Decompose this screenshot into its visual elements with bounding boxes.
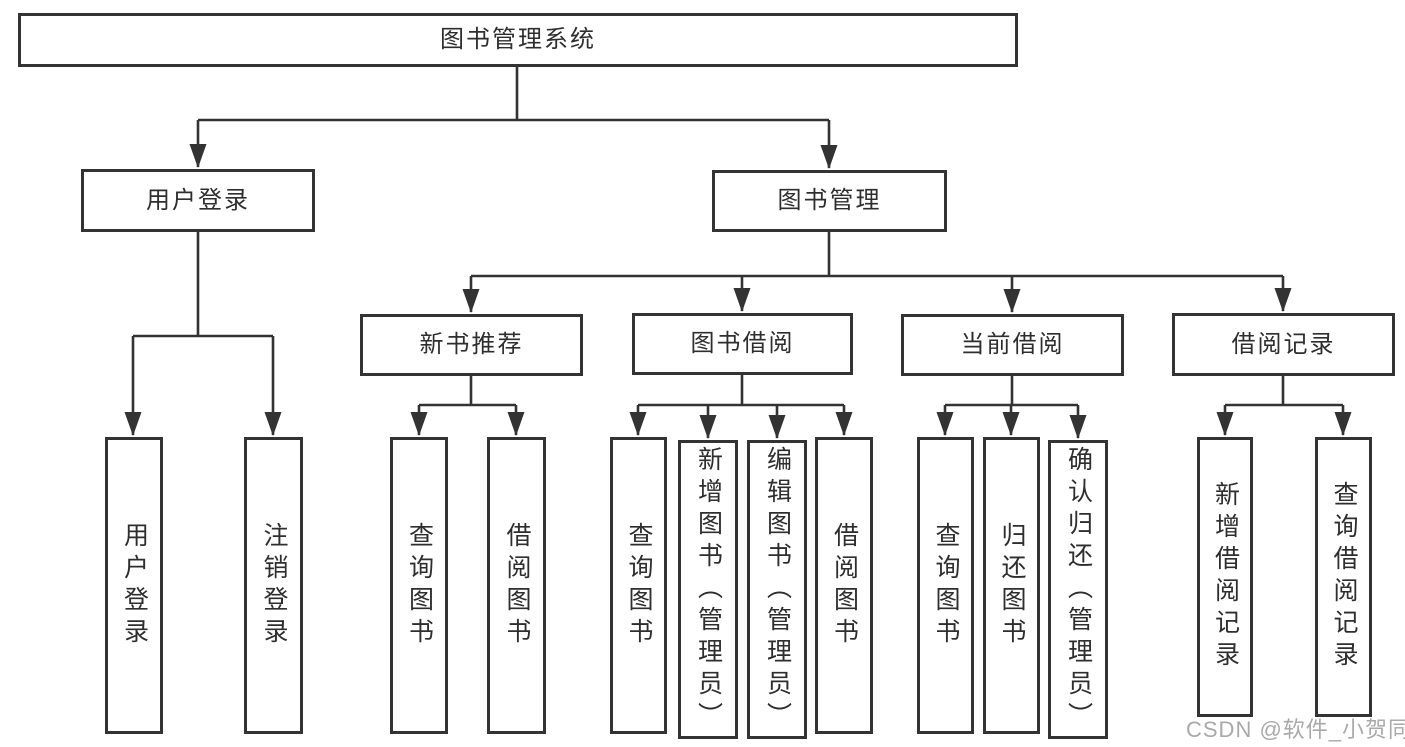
node-book-borrowing: 图书借阅 <box>632 313 853 375</box>
node-label: 借阅记录 <box>1231 330 1336 358</box>
node-book-management: 图书管理 <box>712 170 947 232</box>
node-borrow-records: 借阅记录 <box>1172 313 1395 376</box>
node-user-login: 用户登录 <box>81 169 315 232</box>
connector-user-login-to-leaves <box>124 232 282 436</box>
node-label: 查询借阅记录 <box>1330 481 1358 673</box>
node-label: 编辑图书（管理员） <box>763 445 792 734</box>
node-label: 归还图书 <box>998 521 1026 650</box>
node-label: 用户登录 <box>146 186 250 214</box>
leaf-br-add-record: 新增借阅记录 <box>1197 437 1253 717</box>
node-label: 新书推荐 <box>419 331 524 358</box>
node-label: 图书管理系统 <box>440 26 596 53</box>
leaf-bb-add-books-admin: 新增图书（管理员） <box>678 440 738 739</box>
node-label: 用户登录 <box>120 521 149 650</box>
node-label: 确认归还（管理员） <box>1064 445 1093 734</box>
leaf-nbr-borrow-books: 借阅图书 <box>487 437 546 734</box>
node-label: 借阅图书 <box>503 521 531 650</box>
node-label: 图书管理 <box>777 187 882 214</box>
leaf-cb-return-books: 归还图书 <box>983 437 1040 734</box>
node-label: 图书借阅 <box>690 330 795 357</box>
node-current-borrowing: 当前借阅 <box>901 314 1124 376</box>
connector-root-to-level2 <box>189 66 838 169</box>
connector-book-borrowing-to-leaves <box>629 374 853 439</box>
node-new-book-recommend: 新书推荐 <box>360 314 583 376</box>
connector-new-book-recommend-to-leaves <box>410 376 525 436</box>
connector-current-borrowing-to-leaves <box>936 376 1087 439</box>
leaf-br-query-record: 查询借阅记录 <box>1315 437 1372 717</box>
node-label: 查询图书 <box>932 521 960 650</box>
leaf-logout: 注销登录 <box>244 437 303 734</box>
connector-book-management-to-level3 <box>462 232 1292 313</box>
leaf-bb-query-books: 查询图书 <box>610 437 667 734</box>
leaf-cb-query-books: 查询图书 <box>917 437 974 734</box>
leaf-cb-confirm-return-admin: 确认归还（管理员） <box>1048 440 1108 739</box>
node-label: 查询图书 <box>625 521 653 650</box>
connector-borrow-records-to-leaves <box>1216 376 1352 436</box>
watermark: CSDN @软件_小贺同学 <box>1186 717 1405 742</box>
node-label: 借阅图书 <box>830 521 859 650</box>
leaf-nbr-query-books: 查询图书 <box>390 437 448 734</box>
node-label: 查询图书 <box>405 521 434 650</box>
node-root-book-management-system: 图书管理系统 <box>18 13 1018 67</box>
node-label: 注销登录 <box>260 521 288 650</box>
leaf-bb-borrow-books: 借阅图书 <box>815 437 873 734</box>
leaf-bb-edit-books-admin: 编辑图书（管理员） <box>747 440 807 739</box>
node-label: 当前借阅 <box>960 331 1065 358</box>
leaf-user-login: 用户登录 <box>105 437 163 734</box>
node-label: 新增图书（管理员） <box>694 445 723 734</box>
node-label: 新增借阅记录 <box>1211 481 1240 673</box>
